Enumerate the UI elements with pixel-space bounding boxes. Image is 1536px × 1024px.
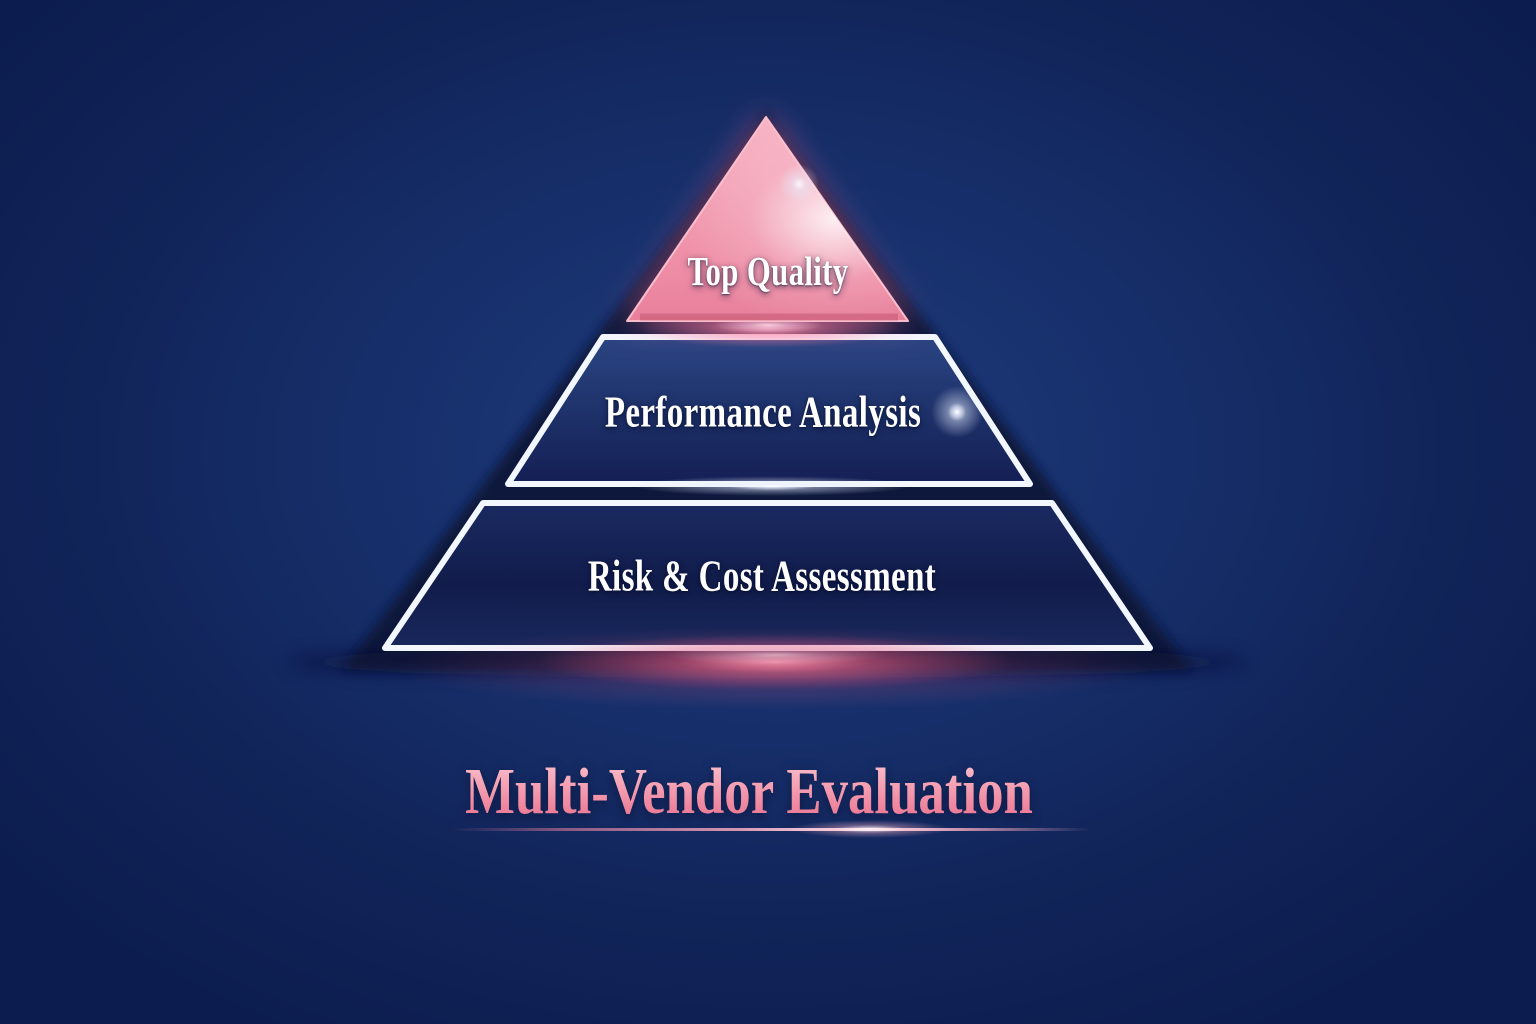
apex-edge-glint xyxy=(779,164,819,204)
tier-top-shape xyxy=(626,116,909,322)
diagram-title: Multi-Vendor Evaluation xyxy=(465,755,1033,828)
middle-right-edge-flare-core xyxy=(948,403,966,421)
middle-bottom-flare-core xyxy=(732,481,812,491)
tier-label-top-quality: Top Quality xyxy=(687,248,849,294)
tier-label-performance-analysis: Performance Analysis xyxy=(604,387,922,437)
tier-bottom-shape xyxy=(382,500,1153,651)
tier-label-risk-cost-assessment: Risk & Cost Assessment xyxy=(587,551,937,601)
bottom-pink-glow-core xyxy=(665,645,885,665)
title-underline-flare-core xyxy=(790,820,950,838)
title-underline-flare xyxy=(452,828,1090,831)
